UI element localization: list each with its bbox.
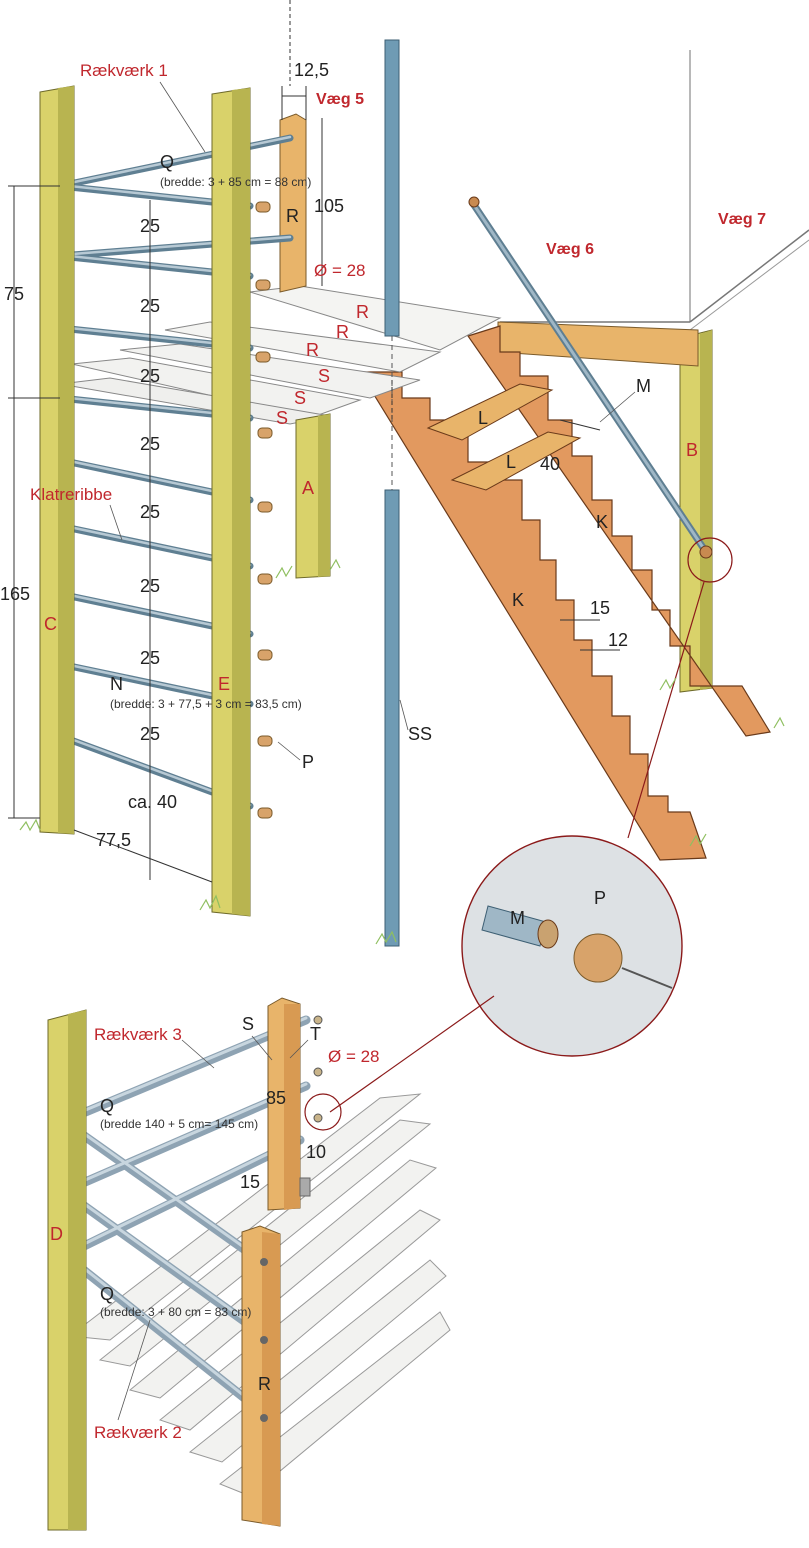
label-q-r3: Q xyxy=(100,1096,114,1116)
step-l-lower xyxy=(450,431,582,491)
leader-lines-bottom xyxy=(117,1035,309,1421)
label-d: D xyxy=(50,1224,63,1244)
label-board-s1: S xyxy=(318,366,330,386)
detail-circle-bottom xyxy=(304,1093,342,1131)
zoom-detail xyxy=(329,537,733,1113)
dim-85: 85 xyxy=(266,1088,286,1108)
dim-dia-bottom: Ø = 28 xyxy=(328,1047,380,1066)
width-q-top: (bredde: 3 + 85 cm = 88 cm) xyxy=(160,175,311,189)
label-c: C xyxy=(44,614,57,634)
label-q-top: Q xyxy=(160,152,174,172)
label-t-bottom: T xyxy=(310,1024,321,1044)
post-st xyxy=(267,997,311,1211)
labels: Væg 5 Væg 6 Væg 7 Rækværk 1 Klatreribbe … xyxy=(0,60,766,1442)
grass-tufts xyxy=(19,558,785,945)
label-vaeg7: Væg 7 xyxy=(718,211,766,228)
dim-dia-top: Ø = 28 xyxy=(314,261,366,280)
label-r-post: R xyxy=(286,206,299,226)
width-n: (bredde: 3 + 77,5 + 3 cm = 83,5 cm) xyxy=(110,697,302,711)
dim-15-bottom: 15 xyxy=(240,1172,260,1192)
zoom-tube-m xyxy=(481,905,559,949)
label-board-r1: R xyxy=(356,302,369,322)
label-k2: K xyxy=(512,590,524,610)
post-r-bottom xyxy=(241,1225,281,1527)
dim-rung-6: 25 xyxy=(140,576,160,596)
dim-12-5: 12,5 xyxy=(294,60,329,80)
label-p: P xyxy=(302,752,314,772)
label-ss: SS xyxy=(408,724,432,744)
zoom-screw xyxy=(621,967,673,989)
width-q-r3: (bredde 140 + 5 cm= 145 cm) xyxy=(100,1117,258,1131)
dowel-pegs xyxy=(255,201,273,819)
dim-rung-8: 25 xyxy=(140,724,160,744)
dim-105: 105 xyxy=(314,196,344,216)
dimension-lines-top xyxy=(8,0,620,883)
dim-rung-3: 25 xyxy=(140,366,160,386)
label-raekvaerk1: Rækværk 1 xyxy=(80,61,168,80)
label-board-s3: S xyxy=(276,408,288,428)
label-board-r2: R xyxy=(336,322,349,342)
staircase xyxy=(358,325,771,861)
label-r-bottom: R xyxy=(258,1374,271,1394)
house-wall xyxy=(500,50,809,331)
post-d xyxy=(47,1009,87,1531)
dim-77-5: 77,5 xyxy=(96,830,131,850)
label-klatreribbe: Klatreribbe xyxy=(30,485,112,504)
label-q-r2: Q xyxy=(100,1284,114,1304)
zoom-label-p: P xyxy=(594,888,606,908)
label-b: B xyxy=(686,440,698,460)
label-board-s2: S xyxy=(294,388,306,408)
railing-tubes-bottom xyxy=(71,1015,311,1417)
label-n: N xyxy=(110,674,123,694)
label-s-bottom: S xyxy=(242,1014,254,1034)
post-e xyxy=(211,87,251,917)
dim-75: 75 xyxy=(4,284,24,304)
dim-rung-7: 25 xyxy=(140,648,160,668)
dim-15: 15 xyxy=(590,598,610,618)
post-a xyxy=(295,413,331,579)
label-e: E xyxy=(218,674,230,694)
label-a: A xyxy=(302,478,314,498)
label-l1: L xyxy=(478,408,488,428)
width-q-r2: (bredde: 3 + 80 cm = 83 cm) xyxy=(100,1305,251,1319)
label-vaeg5: Væg 5 xyxy=(316,91,364,108)
label-k1: K xyxy=(596,512,608,532)
dim-rung-4: 25 xyxy=(140,434,160,454)
floor-beam xyxy=(497,321,699,367)
post-b xyxy=(679,329,713,693)
pole-ss xyxy=(384,39,400,947)
label-raekvaerk3: Rækværk 3 xyxy=(94,1025,182,1044)
dim-12: 12 xyxy=(608,630,628,650)
dim-rung-5: 25 xyxy=(140,502,160,522)
leader-lines-top xyxy=(109,81,636,761)
label-vaeg6: Væg 6 xyxy=(546,241,594,258)
dim-10: 10 xyxy=(306,1142,326,1162)
dim-rung-1: 25 xyxy=(140,216,160,236)
step-l-upper xyxy=(426,383,554,441)
post-r-top xyxy=(279,113,307,293)
label-m: M xyxy=(636,376,651,396)
label-board-r3: R xyxy=(306,340,319,360)
dim-40: 40 xyxy=(540,454,560,474)
label-l2: L xyxy=(506,452,516,472)
dim-rung-2: 25 xyxy=(140,296,160,316)
post-c xyxy=(39,85,75,835)
zoom-label-m: M xyxy=(510,908,525,928)
label-raekvaerk2: Rækværk 2 xyxy=(94,1423,182,1442)
dim-165: 165 xyxy=(0,584,30,604)
dim-ca40: ca. 40 xyxy=(128,792,177,812)
zoom-ball-p xyxy=(573,933,623,983)
bolts xyxy=(313,1015,323,1123)
handrail-m xyxy=(468,196,713,559)
